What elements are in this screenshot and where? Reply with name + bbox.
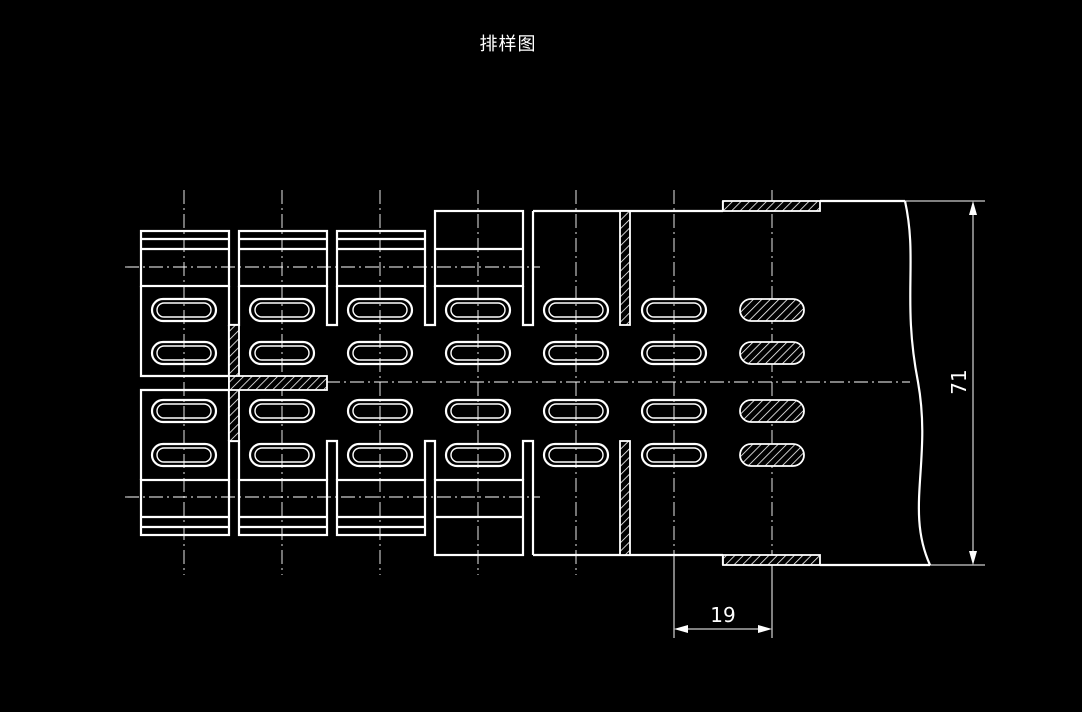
slot-hole-inner bbox=[352, 302, 408, 318]
slot-hole bbox=[739, 399, 805, 423]
drawing-title: 排样图 bbox=[479, 34, 537, 55]
slot-hole-inner bbox=[254, 403, 310, 419]
slot-hole bbox=[640, 297, 708, 323]
slot-hole bbox=[640, 442, 708, 468]
slot-hole bbox=[640, 340, 708, 366]
slot-hole bbox=[542, 398, 610, 424]
slot-hole-inner bbox=[646, 302, 702, 318]
slot-hole bbox=[739, 298, 805, 322]
slot-hole bbox=[444, 442, 512, 468]
slot-hole bbox=[640, 398, 708, 424]
slot-hole bbox=[542, 297, 610, 323]
slot-hole-inner bbox=[450, 345, 506, 361]
slot-hole bbox=[542, 340, 610, 366]
slot-hole-inner bbox=[450, 403, 506, 419]
slot-hole bbox=[248, 340, 316, 366]
slot-hole-inner bbox=[450, 302, 506, 318]
slot-hole bbox=[150, 297, 218, 323]
slot-hole bbox=[444, 398, 512, 424]
slot-hole-inner bbox=[156, 403, 212, 419]
slot-hole-inner bbox=[646, 403, 702, 419]
dimension-height: 71 bbox=[905, 200, 985, 566]
hatched-sections bbox=[228, 200, 821, 566]
slot-hole bbox=[444, 340, 512, 366]
dimension-label-71: 71 bbox=[947, 369, 971, 394]
slot-hole-inner bbox=[156, 345, 212, 361]
slot-hole-inner bbox=[548, 403, 604, 419]
part-outlines bbox=[139, 199, 932, 567]
slot-hole bbox=[150, 398, 218, 424]
slot-hole-inner bbox=[254, 302, 310, 318]
slot-hole-inner bbox=[450, 447, 506, 463]
slot-hole-inner bbox=[156, 447, 212, 463]
slot-hole-inner bbox=[254, 447, 310, 463]
slot-hole-inner bbox=[548, 345, 604, 361]
slot-hole-inner bbox=[646, 345, 702, 361]
slot-hole bbox=[739, 443, 805, 467]
slot-hole bbox=[346, 340, 414, 366]
dimension-pitch: 19 bbox=[673, 555, 773, 638]
slot-hole-inner bbox=[646, 447, 702, 463]
slot-hole-inner bbox=[352, 447, 408, 463]
slot-hole-inner bbox=[352, 345, 408, 361]
slot-holes bbox=[150, 297, 805, 468]
slot-hole bbox=[248, 398, 316, 424]
slot-hole-inner bbox=[254, 345, 310, 361]
slot-hole bbox=[150, 442, 218, 468]
slot-hole bbox=[444, 297, 512, 323]
slot-hole bbox=[739, 341, 805, 365]
slot-hole bbox=[248, 297, 316, 323]
slot-hole bbox=[346, 442, 414, 468]
dimension-label-19: 19 bbox=[710, 603, 735, 627]
slot-hole-inner bbox=[156, 302, 212, 318]
slot-hole bbox=[150, 340, 218, 366]
slot-hole bbox=[346, 398, 414, 424]
slot-hole bbox=[346, 297, 414, 323]
slot-hole-inner bbox=[548, 302, 604, 318]
slot-hole bbox=[248, 442, 316, 468]
slot-hole-inner bbox=[352, 403, 408, 419]
slot-hole-inner bbox=[548, 447, 604, 463]
slot-hole bbox=[542, 442, 610, 468]
